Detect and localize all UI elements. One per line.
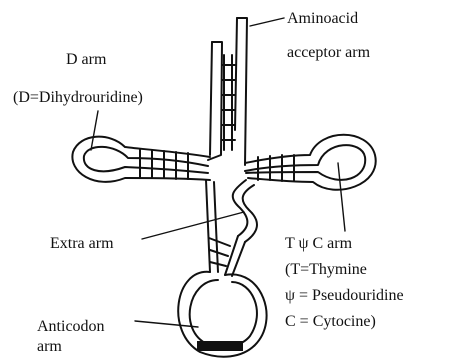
- anticodon-arm: [178, 180, 266, 357]
- label-acceptor-line1: Aminoacid: [287, 8, 358, 30]
- pointer-extra-arm: [142, 212, 244, 239]
- pointer-d-arm: [91, 111, 98, 150]
- pointer-t-arm: [338, 163, 345, 231]
- label-t-arm-line2: (T=Thymine: [285, 259, 367, 281]
- label-extra-arm: Extra arm: [50, 233, 114, 255]
- extra-arm: [233, 180, 257, 242]
- label-t-arm-line1: T ψ C arm: [285, 233, 352, 255]
- label-d-arm-line1: D arm: [66, 49, 106, 71]
- acceptor-stem: [208, 18, 247, 165]
- t-psi-c-arm: [245, 135, 376, 190]
- label-t-arm-line4: C = Cytocine): [285, 311, 376, 333]
- label-t-arm-line3: ψ = Pseudouridine: [285, 285, 404, 307]
- label-anticodon-line2: arm: [37, 336, 62, 358]
- pointer-acceptor: [250, 18, 284, 26]
- pointer-anticodon: [135, 321, 198, 327]
- anticodon-bases: [197, 341, 243, 351]
- label-anticodon-line1: Anticodon: [37, 316, 105, 338]
- d-arm: [72, 137, 210, 182]
- label-d-arm-line2: (D=Dihydrouridine): [13, 87, 143, 109]
- label-acceptor-line2: acceptor arm: [287, 42, 370, 64]
